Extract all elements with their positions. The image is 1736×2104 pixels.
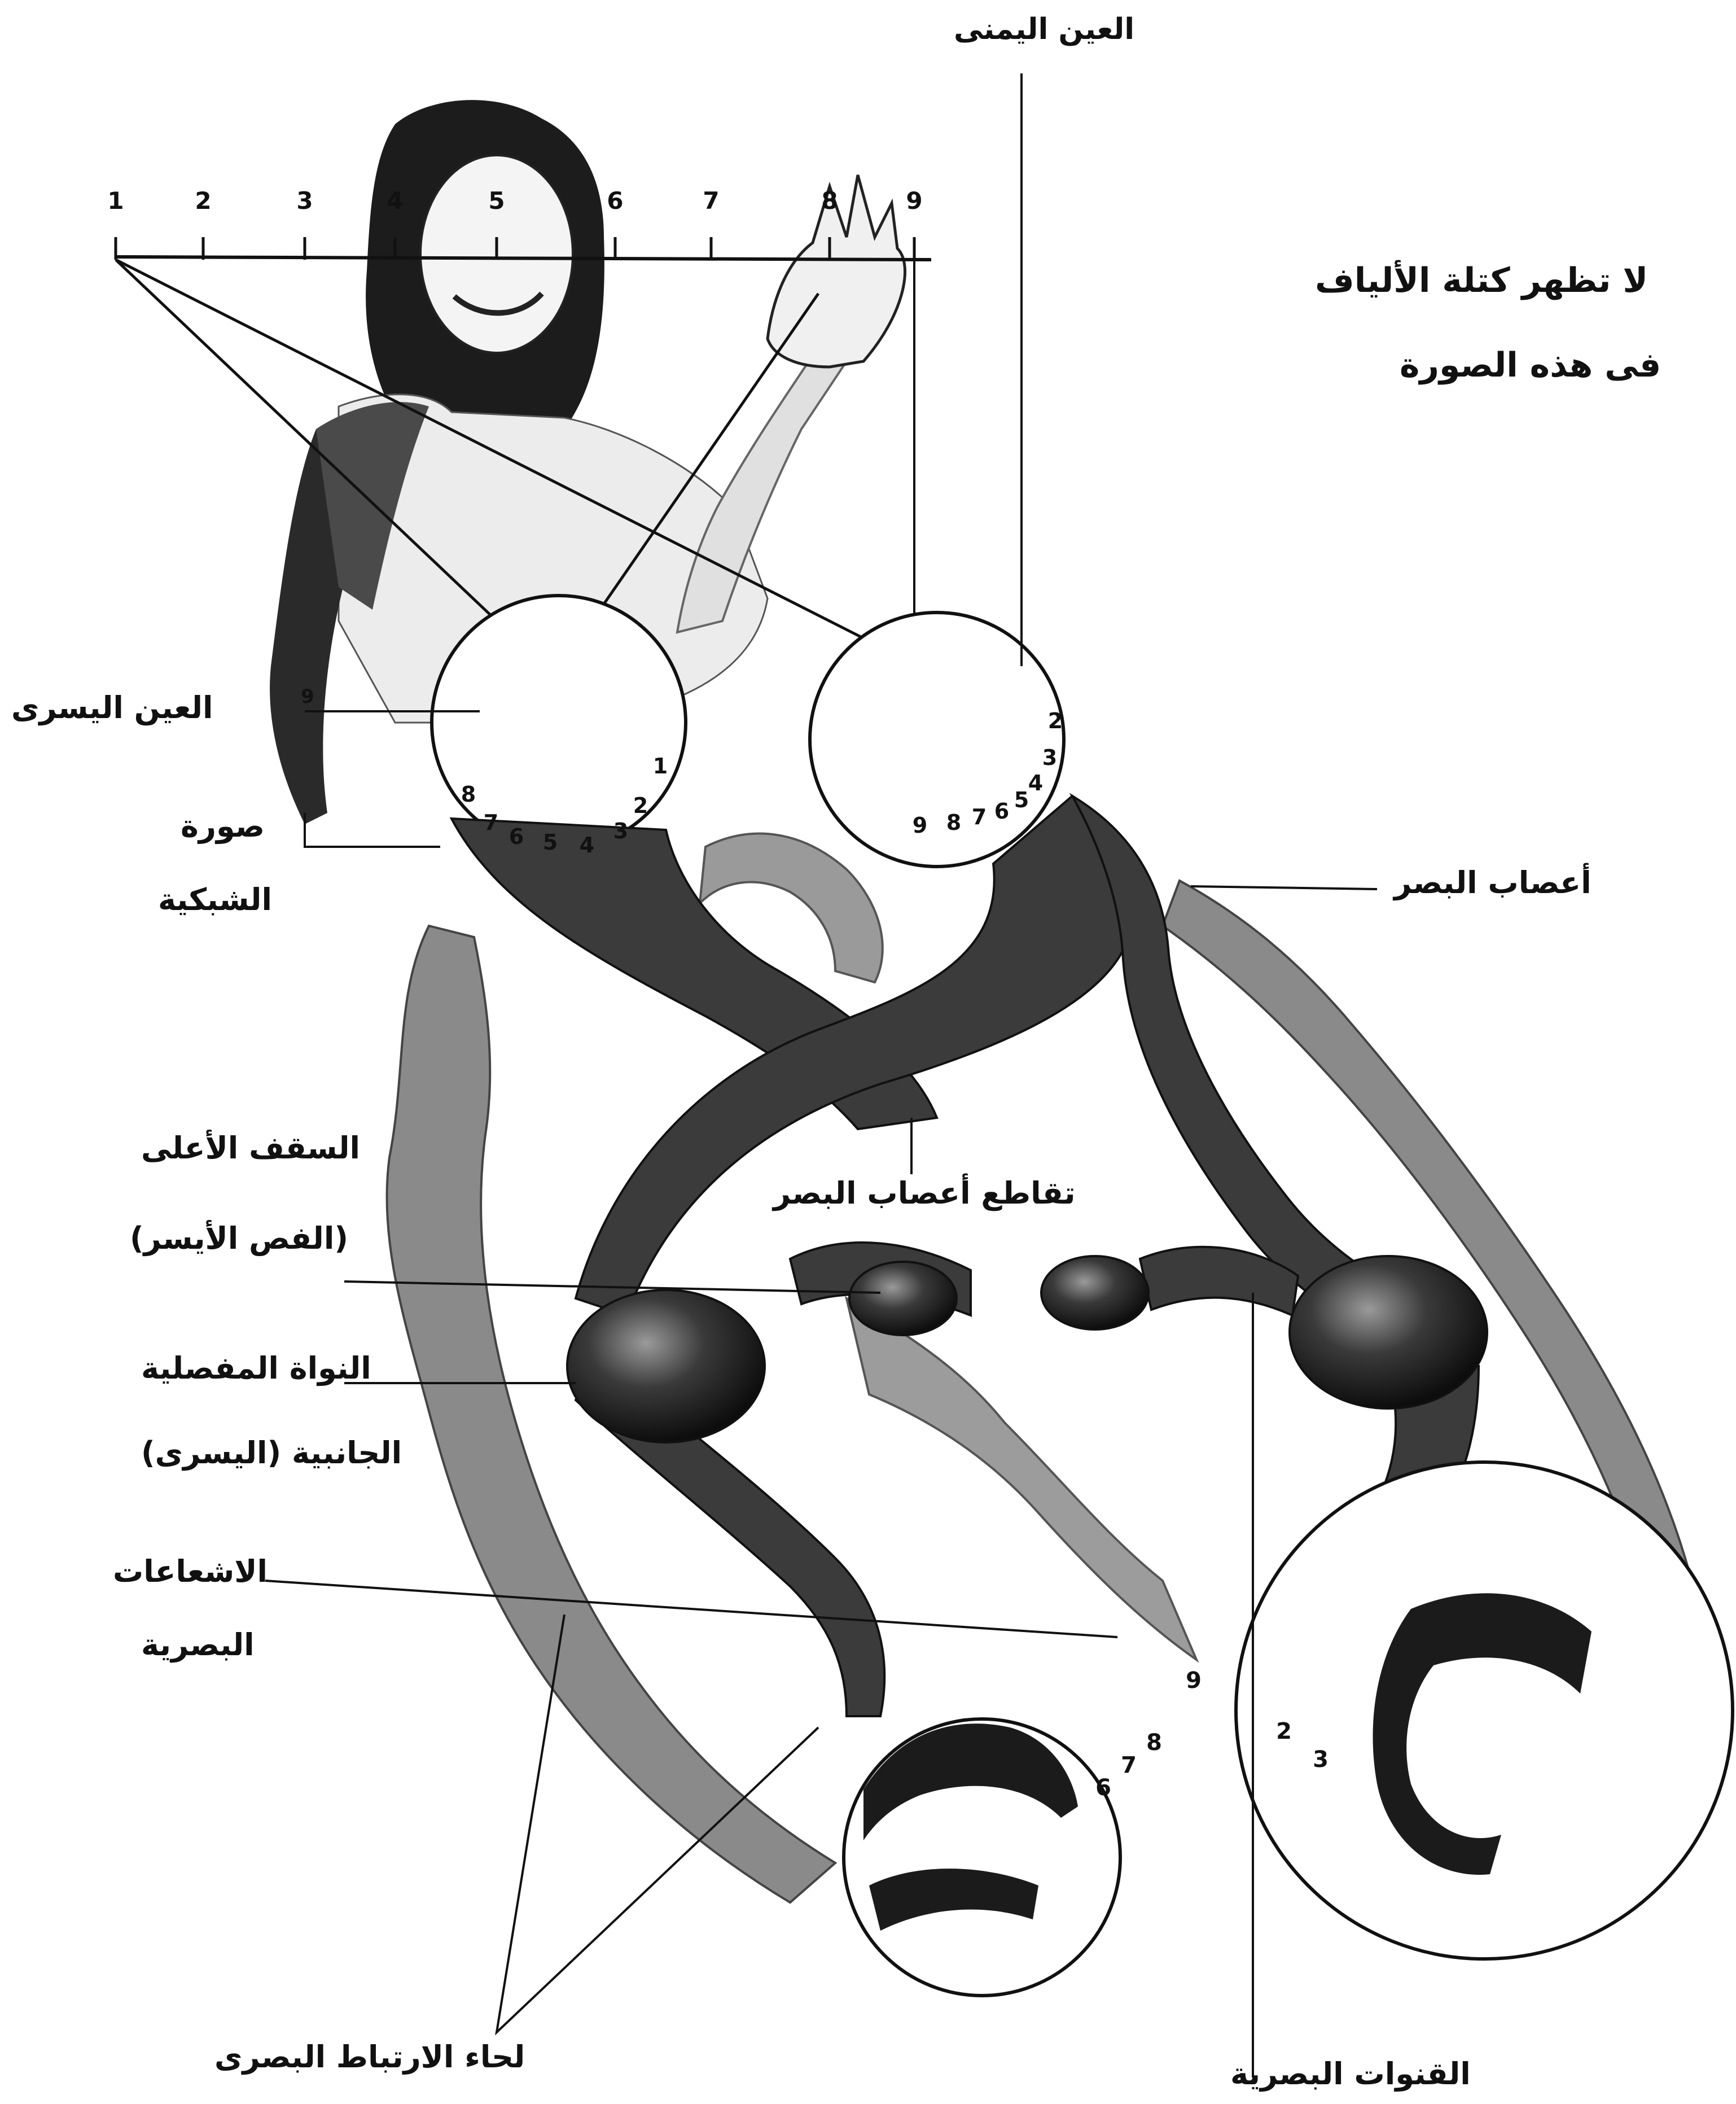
note-line-2: فى هذه الصورة xyxy=(1400,344,1661,387)
left-eye-number: 8 xyxy=(461,782,476,807)
scale-number: 3 xyxy=(296,187,313,215)
retina-image-label-2: الشبكية xyxy=(158,881,272,919)
right-eye-number: 8 xyxy=(946,810,961,835)
left-cortex-number: 9 xyxy=(1186,1668,1202,1694)
left-eye-number: 4 xyxy=(580,833,594,858)
superior-colliculus-left xyxy=(849,1262,957,1335)
right-eye xyxy=(810,613,1064,867)
visual-cortex-label: لحاء الارتباط البصرى xyxy=(214,2038,525,2076)
scale-number: 9 xyxy=(906,187,922,215)
left-eye-number: 7 xyxy=(484,810,498,835)
superior-colliculus-label-2: (الفص الأيسر) xyxy=(130,1219,348,1258)
lateral-geniculate-left xyxy=(567,1290,765,1442)
lgn-label-2: الجانبية (اليسرى) xyxy=(141,1434,402,1472)
optic-radiations-label-2: البصرية xyxy=(141,1626,255,1664)
right-cortex-number: 3 xyxy=(1313,1747,1329,1773)
note-line-1: لا تظهر كتلة الألياف xyxy=(1315,260,1648,302)
right-visual-cortex xyxy=(1236,1462,1733,1959)
left-cortex-number: 6 xyxy=(1095,1775,1111,1801)
scale-number: 7 xyxy=(703,187,719,215)
left-cortex-number: 8 xyxy=(1146,1730,1162,1756)
optic-tracts-label: القنوات البصرية xyxy=(1230,2055,1471,2093)
right-eye-number: 7 xyxy=(972,804,987,829)
scale-number: 4 xyxy=(387,187,403,215)
lateral-geniculate-right xyxy=(1290,1256,1487,1409)
retina-image-label-1: صورة xyxy=(181,807,265,846)
left-eye-number: 6 xyxy=(509,824,524,849)
scale-number: 8 xyxy=(821,187,838,215)
left-eye-number: 2 xyxy=(633,793,648,818)
left-eye-number: 3 xyxy=(613,819,628,843)
right-eye-number: 9 xyxy=(913,813,927,838)
optic-nerves-label: أعصاب البصر xyxy=(1394,864,1592,902)
left-eye-small-mark: 9 xyxy=(301,685,314,708)
middle-gyri xyxy=(847,1298,1196,1660)
left-eye-label: العين اليسرى xyxy=(11,689,213,727)
left-cortex-number: 7 xyxy=(1121,1752,1137,1778)
optic-radiations-label-1: الاشعاعات xyxy=(113,1552,268,1591)
left-eye-number: 1 xyxy=(653,754,668,778)
superior-colliculus-right xyxy=(1041,1256,1148,1329)
scale-number: 1 xyxy=(107,187,124,215)
right-eye-label: العين اليمنى xyxy=(954,11,1134,48)
lgn-label-1: النواة المفصلية xyxy=(141,1349,371,1388)
scale-number: 5 xyxy=(488,187,505,215)
right-eye-number: 3 xyxy=(1042,745,1057,770)
left-eye-number: 5 xyxy=(543,830,558,855)
right-eye-number: 6 xyxy=(994,799,1009,824)
right-eye-number: 4 xyxy=(1028,771,1043,795)
optic-chiasm-label: تقاطع أعصاب البصر xyxy=(773,1174,1076,1213)
superior-colliculus-label-1: السقف الأعلى xyxy=(141,1129,360,1167)
right-eye-number: 2 xyxy=(1048,708,1063,733)
scale-number: 6 xyxy=(607,187,623,215)
right-eye-number: 5 xyxy=(1014,788,1029,812)
scale-number: 2 xyxy=(195,187,211,215)
right-cortex-number: 2 xyxy=(1276,1718,1292,1744)
